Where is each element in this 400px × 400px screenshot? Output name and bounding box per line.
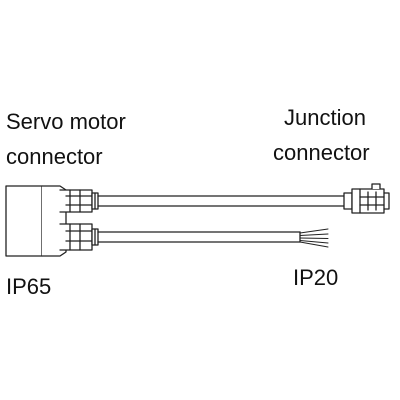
ip20-rating-label: IP20 xyxy=(293,265,339,290)
junction-connector-label-line2: connector xyxy=(273,140,370,165)
ip65-rating-label: IP65 xyxy=(6,274,52,299)
servo-motor-connector-label-line2: connector xyxy=(6,144,103,169)
servo-motor-connector-label-line1: Servo motor xyxy=(6,109,126,134)
flying-leads xyxy=(299,228,329,248)
upper-cable xyxy=(97,195,345,207)
junction-connector-label-line1: Junction xyxy=(284,105,366,130)
junction-connector xyxy=(343,183,390,214)
lower-cable-ferrule xyxy=(91,228,99,246)
lower-cable xyxy=(97,231,301,243)
servo-motor-connector xyxy=(5,185,93,257)
upper-cable-ferrule xyxy=(91,192,99,210)
